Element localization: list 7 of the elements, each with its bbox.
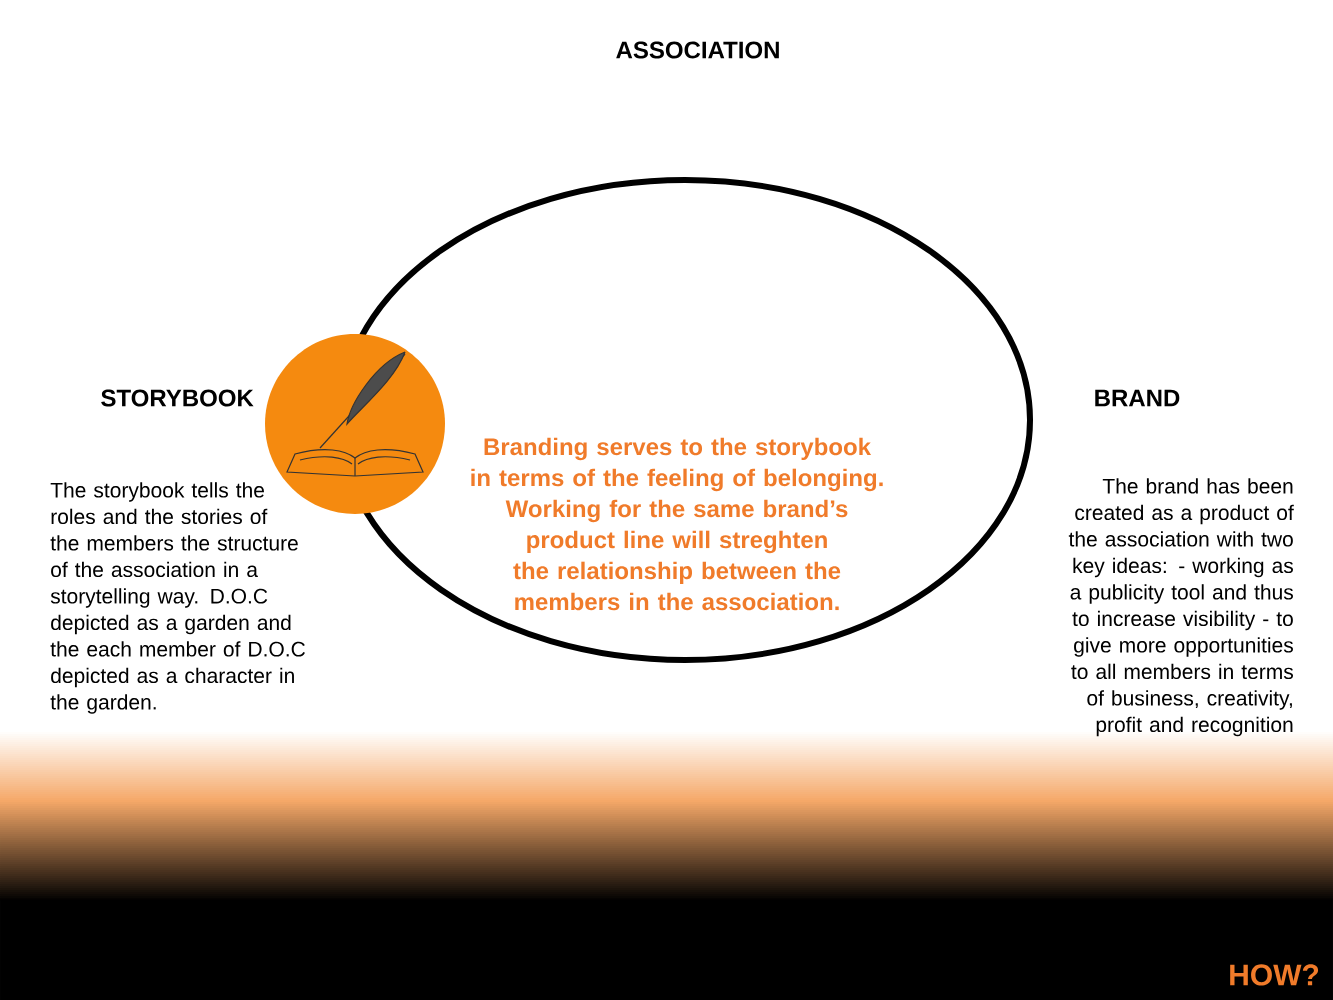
heading: BRAND: [1095, 389, 1180, 407]
heading: STORYBOOK: [101, 389, 254, 407]
how-question: HOW?: [1230, 964, 1319, 986]
description-text: The storybook tells the roles and the stories of the members the structure of the association in a storytelling way. D.O.C depicted as a garden and the each member of D.O.C depicted as a character in the garden.: [50, 482, 305, 714]
heading: ASSOCIATION: [616, 41, 779, 59]
description-text: The brand has been created as a product of the association with two key ideas: - working as a publicity tool and thus to increase visibility - to give more opportunities to all members in terms of business, creativity, profit and recognition: [1068, 478, 1294, 737]
center-text: Branding serves to the storybook in terms of the feeling of belonging. Working for the same brand’s product line will streghten the relationship between the members in the association.: [471, 437, 883, 611]
